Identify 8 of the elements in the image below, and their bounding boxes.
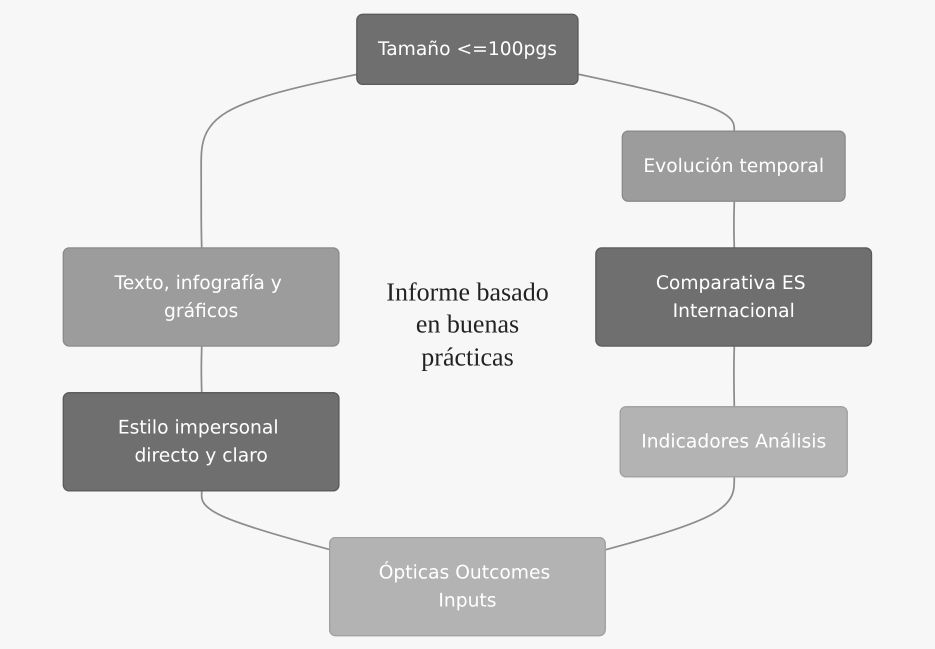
center-text: Informe basado en buenas prácticas — [385, 276, 550, 373]
connector — [578, 72, 736, 132]
connector — [733, 346, 736, 407]
connector — [606, 476, 736, 550]
connector — [200, 346, 203, 393]
connector — [200, 72, 358, 248]
connector — [733, 201, 736, 248]
connector — [200, 490, 330, 550]
